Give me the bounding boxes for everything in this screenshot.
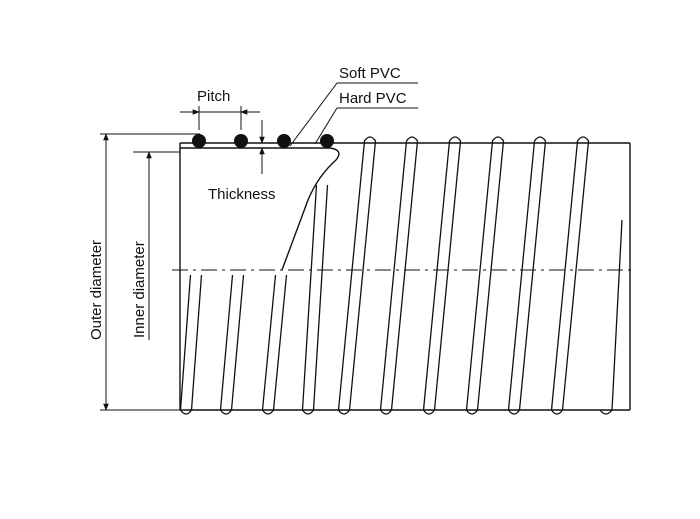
wire-cross-sections bbox=[192, 134, 334, 148]
helix-coil bbox=[422, 136, 462, 415]
wire-dot bbox=[320, 134, 334, 148]
wire-dot bbox=[192, 134, 206, 148]
inner-diameter-label: Inner diameter bbox=[131, 241, 148, 338]
hose-cutaway-wall bbox=[180, 147, 340, 271]
hose-body bbox=[179, 142, 631, 411]
hard-pvc-label: Hard PVC bbox=[339, 90, 407, 107]
helix-coil-tail bbox=[599, 219, 623, 415]
thickness-dimension bbox=[255, 120, 272, 174]
pvc-leader-lines bbox=[289, 82, 418, 147]
helix-coil bbox=[337, 136, 377, 415]
outer-diameter-dimension bbox=[100, 133, 200, 411]
wire-dot bbox=[277, 134, 291, 148]
helix-coils bbox=[179, 136, 623, 415]
wire-dot bbox=[234, 134, 248, 148]
helix-coil bbox=[465, 136, 505, 415]
helix-coil-partial bbox=[261, 274, 288, 415]
thickness-label: Thickness bbox=[208, 186, 276, 203]
helix-coil bbox=[550, 136, 590, 415]
inner-diameter-dimension bbox=[133, 151, 180, 340]
helix-coil-partial bbox=[179, 274, 203, 415]
outer-diameter-label: Outer diameter bbox=[88, 240, 105, 340]
pitch-label: Pitch bbox=[197, 88, 230, 105]
helix-coil-partial bbox=[219, 274, 245, 415]
helix-coil-partial bbox=[301, 184, 329, 415]
pitch-dimension bbox=[180, 106, 260, 130]
helix-coil bbox=[507, 136, 547, 415]
soft-pvc-label: Soft PVC bbox=[339, 65, 401, 82]
helix-coil bbox=[379, 136, 419, 415]
